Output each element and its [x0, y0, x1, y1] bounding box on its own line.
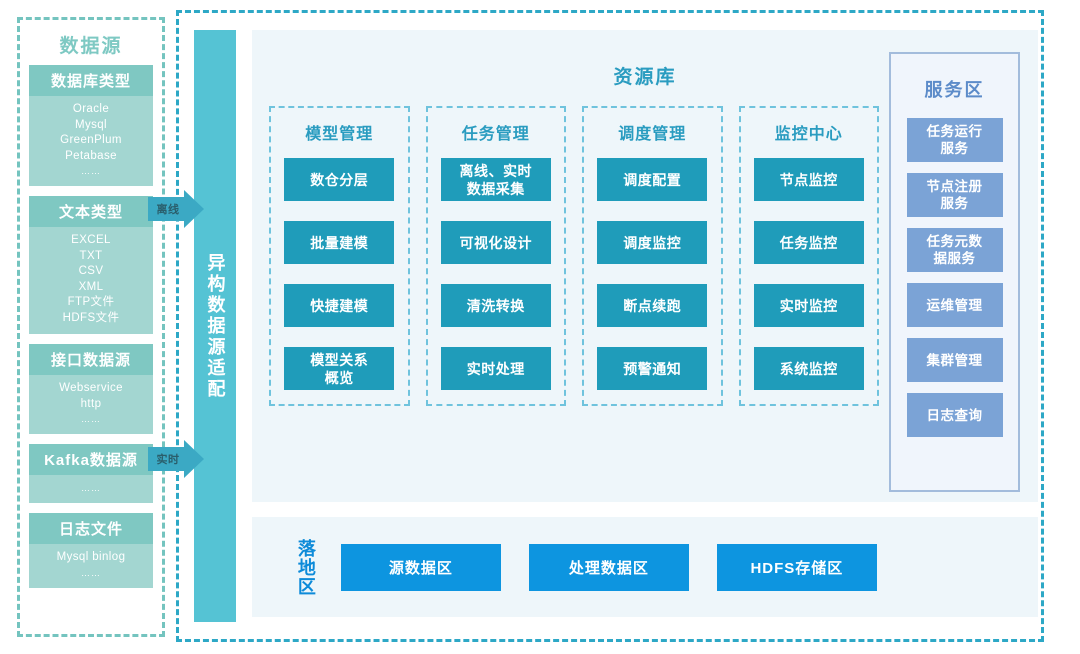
- resource-library-title: 资源库: [613, 67, 677, 88]
- resource-chip[interactable]: 预警通知: [597, 347, 708, 390]
- service-area-chip-list: 任务运行服务节点注册服务任务元数据服务运维管理集群管理日志查询: [906, 118, 1003, 448]
- data-source-card-body: Mysql binlog ……: [29, 544, 153, 588]
- data-source-ellipsis: ……: [81, 414, 101, 424]
- service-chip[interactable]: 节点注册服务: [906, 173, 1003, 217]
- data-source-item: Mysql binlog: [56, 551, 126, 563]
- data-source-card: 接口数据源 Webservice http ……: [29, 344, 153, 434]
- service-chip[interactable]: 任务运行服务: [906, 118, 1003, 162]
- resource-column-title: 监控中心: [774, 126, 843, 143]
- resource-column: 监控中心节点监控任务监控实时监控系统监控: [738, 106, 879, 406]
- resource-chip[interactable]: 断点续跑: [597, 284, 708, 327]
- heterogeneous-adapter-bar: 异构数据源适配: [194, 30, 236, 622]
- data-source-card-body: EXCEL TXT CSV XML FTP文件 HDFS文件: [29, 227, 153, 334]
- resource-chip[interactable]: 调度监控: [597, 221, 708, 264]
- landing-zone-chip-list: 源数据区处理数据区 HDFS存储区: [340, 543, 905, 591]
- resource-column-title: 任务管理: [461, 126, 530, 143]
- data-source-item: HDFS文件: [62, 311, 120, 324]
- data-source-card-title: 文本类型: [29, 196, 153, 227]
- resource-chip[interactable]: 节点监控: [753, 158, 864, 201]
- resource-column: 调度管理调度配置调度监控断点续跑预警通知: [582, 106, 723, 406]
- service-chip[interactable]: 集群管理: [906, 338, 1003, 382]
- data-source-card-title: Kafka数据源: [29, 444, 153, 475]
- resource-chip[interactable]: 数仓分层: [284, 158, 395, 201]
- data-source-card-body: ……: [29, 475, 153, 503]
- data-source-item: http: [80, 397, 102, 410]
- landing-zone-label: 落地区: [295, 538, 316, 596]
- data-source-item: XML: [78, 280, 104, 293]
- data-source-ellipsis: ……: [81, 567, 101, 578]
- landing-chip[interactable]: 处理数据区: [528, 543, 689, 591]
- flow-arrow-realtime: 实时: [148, 440, 204, 478]
- data-source-card: 文本类型 EXCEL TXT CSV XML FTP文件 HDFS文件: [29, 196, 153, 334]
- service-area-panel: 服务区 任务运行服务节点注册服务任务元数据服务运维管理集群管理日志查询: [889, 52, 1020, 492]
- data-source-item: Oracle: [72, 103, 110, 115]
- adapter-label: 异构数据源适配: [205, 252, 226, 400]
- resource-column-title: 模型管理: [305, 126, 374, 143]
- data-source-card-title: 日志文件: [29, 513, 153, 544]
- resource-chip[interactable]: 离线、实时数据采集: [440, 158, 551, 201]
- flow-arrow-realtime-label: 实时: [156, 454, 180, 466]
- resource-column-title: 调度管理: [618, 126, 687, 143]
- data-source-card: Kafka数据源 ……: [29, 444, 153, 503]
- resource-chip[interactable]: 批量建模: [284, 221, 395, 264]
- data-source-item: Webservice: [59, 382, 123, 394]
- data-source-item: TXT: [79, 249, 103, 262]
- arrow-right-icon: [148, 190, 204, 228]
- resource-chip[interactable]: 清洗转换: [440, 284, 551, 327]
- data-source-ellipsis: ……: [81, 483, 101, 493]
- arrow-right-icon: [148, 440, 204, 478]
- data-source-item: Mysql: [74, 118, 108, 131]
- resource-chip[interactable]: 实时监控: [753, 284, 864, 327]
- flow-arrow-offline: 离线: [148, 190, 204, 228]
- flow-arrow-offline-label: 离线: [156, 204, 180, 216]
- landing-chip[interactable]: 源数据区: [340, 543, 501, 591]
- resource-chip[interactable]: 快捷建模: [284, 284, 395, 327]
- data-source-card-body: Webservice http ……: [29, 375, 153, 434]
- data-source-ellipsis: ……: [81, 166, 101, 176]
- data-source-card-title: 接口数据源: [29, 344, 153, 375]
- resource-chip[interactable]: 任务监控: [753, 221, 864, 264]
- landing-zone-panel: 落地区 源数据区处理数据区 HDFS存储区: [252, 517, 1038, 617]
- resource-chip[interactable]: 可视化设计: [440, 221, 551, 264]
- data-source-item: EXCEL: [71, 234, 111, 246]
- service-chip[interactable]: 日志查询: [906, 393, 1003, 437]
- data-source-item: GreenPlum: [60, 134, 122, 146]
- service-area-title: 服务区: [924, 80, 985, 100]
- data-source-card: 日志文件 Mysql binlog ……: [29, 513, 153, 588]
- resource-chip[interactable]: 调度配置: [597, 158, 708, 201]
- resource-chip[interactable]: 系统监控: [753, 347, 864, 390]
- landing-chip[interactable]: HDFS存储区: [716, 543, 877, 591]
- resource-chip[interactable]: 模型关系概览: [284, 347, 395, 390]
- service-chip[interactable]: 任务元数据服务: [906, 228, 1003, 272]
- resource-column: 模型管理数仓分层批量建模快捷建模模型关系概览: [269, 106, 410, 406]
- service-chip[interactable]: 运维管理: [906, 283, 1003, 327]
- data-source-item: FTP文件: [67, 296, 115, 308]
- data-source-item: CSV: [78, 265, 104, 277]
- resource-chip[interactable]: 实时处理: [440, 347, 551, 390]
- data-source-card-title: 数据库类型: [29, 65, 153, 96]
- data-source-title: 数据源: [59, 36, 123, 57]
- resource-library-columns: 模型管理数仓分层批量建模快捷建模模型关系概览任务管理离线、实时数据采集可视化设计…: [269, 106, 879, 406]
- resource-column: 任务管理离线、实时数据采集可视化设计清洗转换实时处理: [425, 106, 566, 406]
- data-source-item: Petabase: [65, 149, 117, 162]
